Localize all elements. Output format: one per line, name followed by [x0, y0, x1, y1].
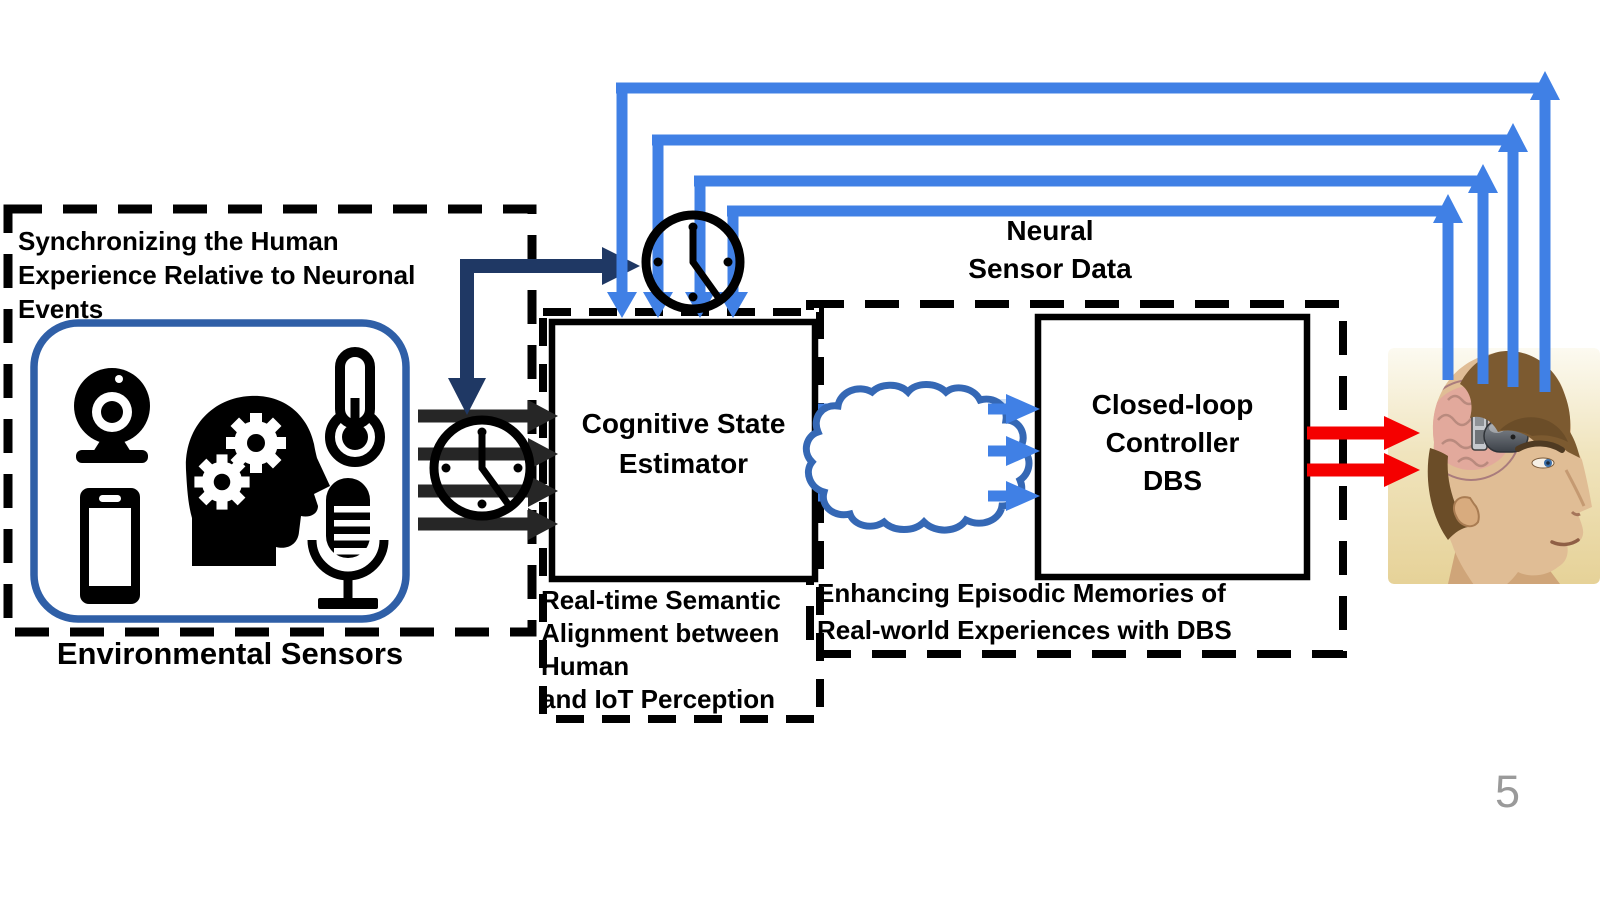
time-sync-arrow: [448, 247, 640, 415]
nostril: [1570, 510, 1581, 517]
environmental-sensors-label: Environmental Sensors: [56, 636, 404, 671]
dbs-stimulation-arrows: [1307, 416, 1420, 487]
cloud-link: [806, 385, 1040, 531]
page-number: 5: [1495, 766, 1521, 817]
hair-fringe: [1500, 417, 1568, 442]
neural-feedback-loop-2: [643, 123, 1528, 387]
ear: [1452, 496, 1480, 528]
sensor-arrow-1: [418, 400, 558, 432]
head-gears-icon: [185, 395, 330, 566]
microphone-icon: [307, 478, 389, 609]
gear-small: [194, 454, 250, 510]
stimulation-arrow-2: [1307, 453, 1420, 487]
webcam-icon: [74, 368, 150, 463]
neural-sensor-data-label: Neural Sensor Data: [968, 215, 1132, 284]
device-screw: [1510, 434, 1516, 440]
dbs-enhancement-caption: Enhancing Episodic Memories of Real-worl…: [817, 578, 1232, 645]
closed-loop-controller-box: [1034, 313, 1311, 581]
timestamp-clock-upper: [641, 210, 745, 314]
closed-loop-controller-label: Closed-loop Controller DBS: [1091, 389, 1254, 496]
patient-head-illustration: [1388, 348, 1600, 584]
eyebrow: [1515, 440, 1565, 453]
gear-large: [226, 413, 286, 473]
cloud-arrowheads: [988, 394, 1040, 511]
pupil: [1546, 461, 1550, 465]
implant-connector-port: [1475, 416, 1484, 426]
cognitive-state-estimator-box: [548, 318, 819, 583]
nose-ridge: [1564, 469, 1586, 507]
thermometer-icon: [325, 347, 385, 467]
neural-feedback-loop-4: [718, 194, 1463, 380]
implant-connector-slot: [1475, 430, 1484, 444]
smartphone-icon: [80, 488, 140, 604]
sensors-section-title: Synchronizing the Human Experience Relat…: [18, 226, 416, 324]
neural-feedback-loops: [607, 71, 1560, 392]
timestamp-clock-left: [429, 415, 535, 521]
semantic-alignment-caption: Real-time Semantic Alignment between Hum…: [541, 585, 781, 714]
cognitive-state-estimator-label: Cognitive State Estimator: [581, 408, 786, 479]
neural-feedback-loop-1: [607, 71, 1560, 392]
mouth: [1550, 538, 1580, 547]
sensor-arrow-4: [418, 508, 558, 540]
stimulation-arrow-1: [1307, 416, 1420, 450]
